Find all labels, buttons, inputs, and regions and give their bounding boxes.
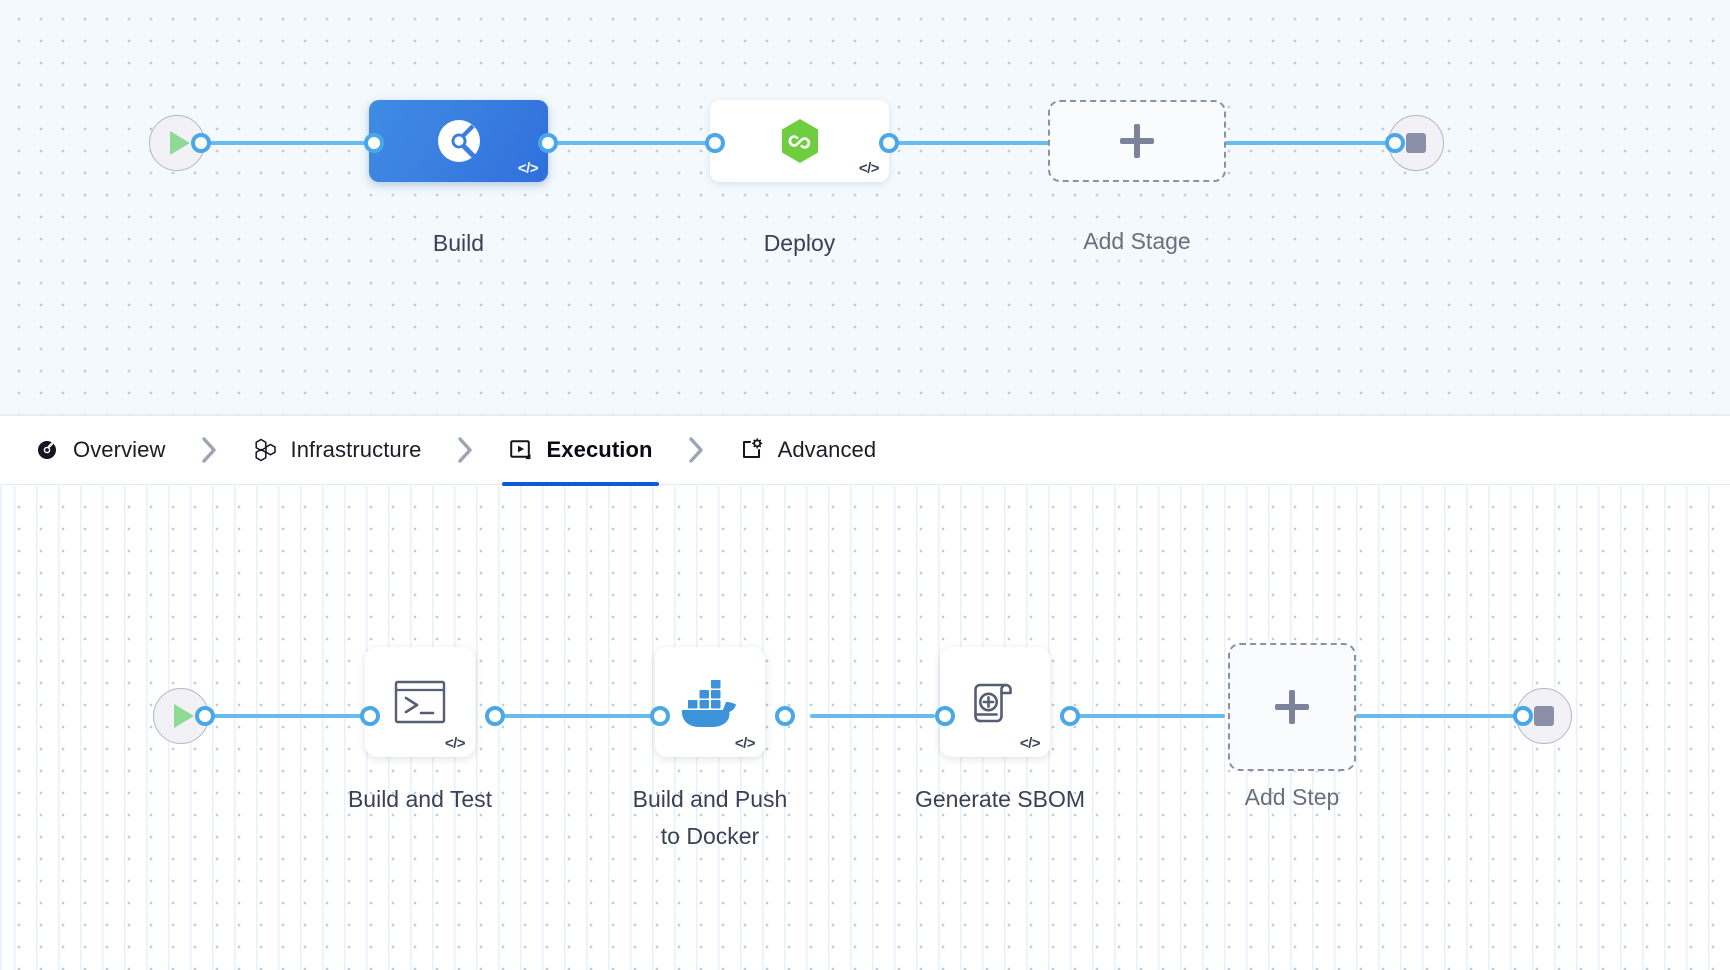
tab-overview[interactable]: Overview bbox=[28, 415, 172, 485]
stage-end-endpoint[interactable] bbox=[1385, 133, 1405, 153]
step-label-build-and-test: Build and Test bbox=[347, 786, 493, 812]
step-sbom-out-endpoint[interactable] bbox=[1060, 706, 1080, 726]
pipeline-step-canvas[interactable]: </> Build and Test </> Bu bbox=[0, 486, 1730, 970]
stage-wire-addstage-end bbox=[1222, 141, 1392, 145]
tab-advanced[interactable]: Advanced bbox=[733, 415, 883, 485]
step-node-build-and-push-to-docker[interactable]: </> bbox=[655, 647, 765, 757]
step-wire-sbom-addstep bbox=[1075, 714, 1225, 718]
chevron-right-icon bbox=[659, 415, 733, 485]
step-build-and-test-out-endpoint[interactable] bbox=[485, 706, 505, 726]
stage-node-deploy[interactable]: </> bbox=[710, 100, 889, 182]
step-wire-addstep-end bbox=[1355, 714, 1520, 718]
tab-execution-label: Execution bbox=[546, 437, 653, 462]
step-start-endpoint[interactable] bbox=[195, 706, 215, 726]
play-icon bbox=[173, 704, 194, 728]
step-sbom-code-badge[interactable]: </> bbox=[1019, 735, 1041, 752]
stage-deploy-out-endpoint[interactable] bbox=[879, 133, 899, 153]
overview-icon bbox=[34, 437, 60, 463]
stage-deploy-in-endpoint[interactable] bbox=[705, 133, 725, 153]
plus-icon bbox=[1275, 690, 1309, 724]
tab-overview-label: Overview bbox=[73, 437, 166, 462]
step-end-endpoint[interactable] bbox=[1513, 706, 1533, 726]
terminal-icon bbox=[394, 680, 446, 724]
step-sbom-in-endpoint[interactable] bbox=[935, 706, 955, 726]
stage-build-out-endpoint[interactable] bbox=[538, 133, 558, 153]
stage-label-build: Build bbox=[432, 230, 485, 256]
stop-icon bbox=[1534, 706, 1554, 726]
step-label-build-and-push-to-docker: Build and Push to Docker bbox=[632, 786, 788, 850]
add-stage-label: Add Stage bbox=[1083, 228, 1191, 254]
stage-node-build[interactable]: </> bbox=[369, 100, 548, 182]
step-node-generate-sbom[interactable]: </> bbox=[940, 647, 1050, 757]
stop-icon bbox=[1406, 133, 1426, 153]
stage-wire-deploy-addstage bbox=[879, 141, 1055, 145]
stage-build-in-endpoint[interactable] bbox=[364, 133, 384, 153]
plus-icon bbox=[1120, 124, 1154, 158]
stage-configuration-tabs: Overview Infrastructure bbox=[0, 415, 1730, 486]
step-wire-start-buildtest bbox=[200, 714, 365, 718]
stage-wire-start-build bbox=[196, 141, 372, 145]
step-node-build-and-test[interactable]: </> bbox=[365, 647, 475, 757]
chevron-right-icon bbox=[172, 415, 246, 485]
tab-infrastructure[interactable]: Infrastructure bbox=[246, 415, 428, 485]
stage-label-deploy: Deploy bbox=[763, 230, 836, 256]
step-docker-in-endpoint[interactable] bbox=[650, 706, 670, 726]
stage-build-code-badge[interactable]: </> bbox=[517, 160, 539, 177]
ci-build-icon bbox=[437, 120, 480, 162]
hexagons-icon bbox=[252, 437, 278, 463]
play-icon bbox=[169, 131, 190, 155]
tab-infrastructure-label: Infrastructure bbox=[290, 437, 422, 462]
sbom-scroll-icon bbox=[974, 683, 1012, 723]
stage-wire-build-deploy bbox=[543, 141, 719, 145]
harness-infinity-icon bbox=[781, 119, 818, 163]
pipeline-stage-canvas[interactable]: </> Build </> Deploy Add Stage bbox=[0, 0, 1730, 415]
stage-start-endpoint[interactable] bbox=[191, 133, 211, 153]
docker-icon bbox=[682, 680, 736, 727]
advanced-gear-icon bbox=[739, 437, 765, 463]
step-wire-buildtest-docker bbox=[490, 714, 655, 718]
add-stage-button[interactable] bbox=[1048, 100, 1226, 182]
add-step-button[interactable] bbox=[1228, 643, 1356, 771]
step-docker-code-badge[interactable]: </> bbox=[734, 735, 756, 752]
chevron-right-icon bbox=[428, 415, 502, 485]
step-wire-docker-sbom bbox=[810, 714, 935, 718]
step-build-and-test-in-endpoint[interactable] bbox=[360, 706, 380, 726]
stage-deploy-code-badge[interactable]: </> bbox=[858, 160, 880, 177]
tab-advanced-label: Advanced bbox=[777, 437, 877, 462]
execution-play-icon bbox=[508, 437, 534, 463]
step-build-and-test-code-badge[interactable]: </> bbox=[444, 735, 466, 752]
step-docker-out-endpoint[interactable] bbox=[775, 706, 795, 726]
tab-execution[interactable]: Execution bbox=[501, 415, 659, 486]
step-label-generate-sbom: Generate SBOM bbox=[914, 786, 1086, 812]
add-step-label: Add Step bbox=[1244, 784, 1340, 810]
